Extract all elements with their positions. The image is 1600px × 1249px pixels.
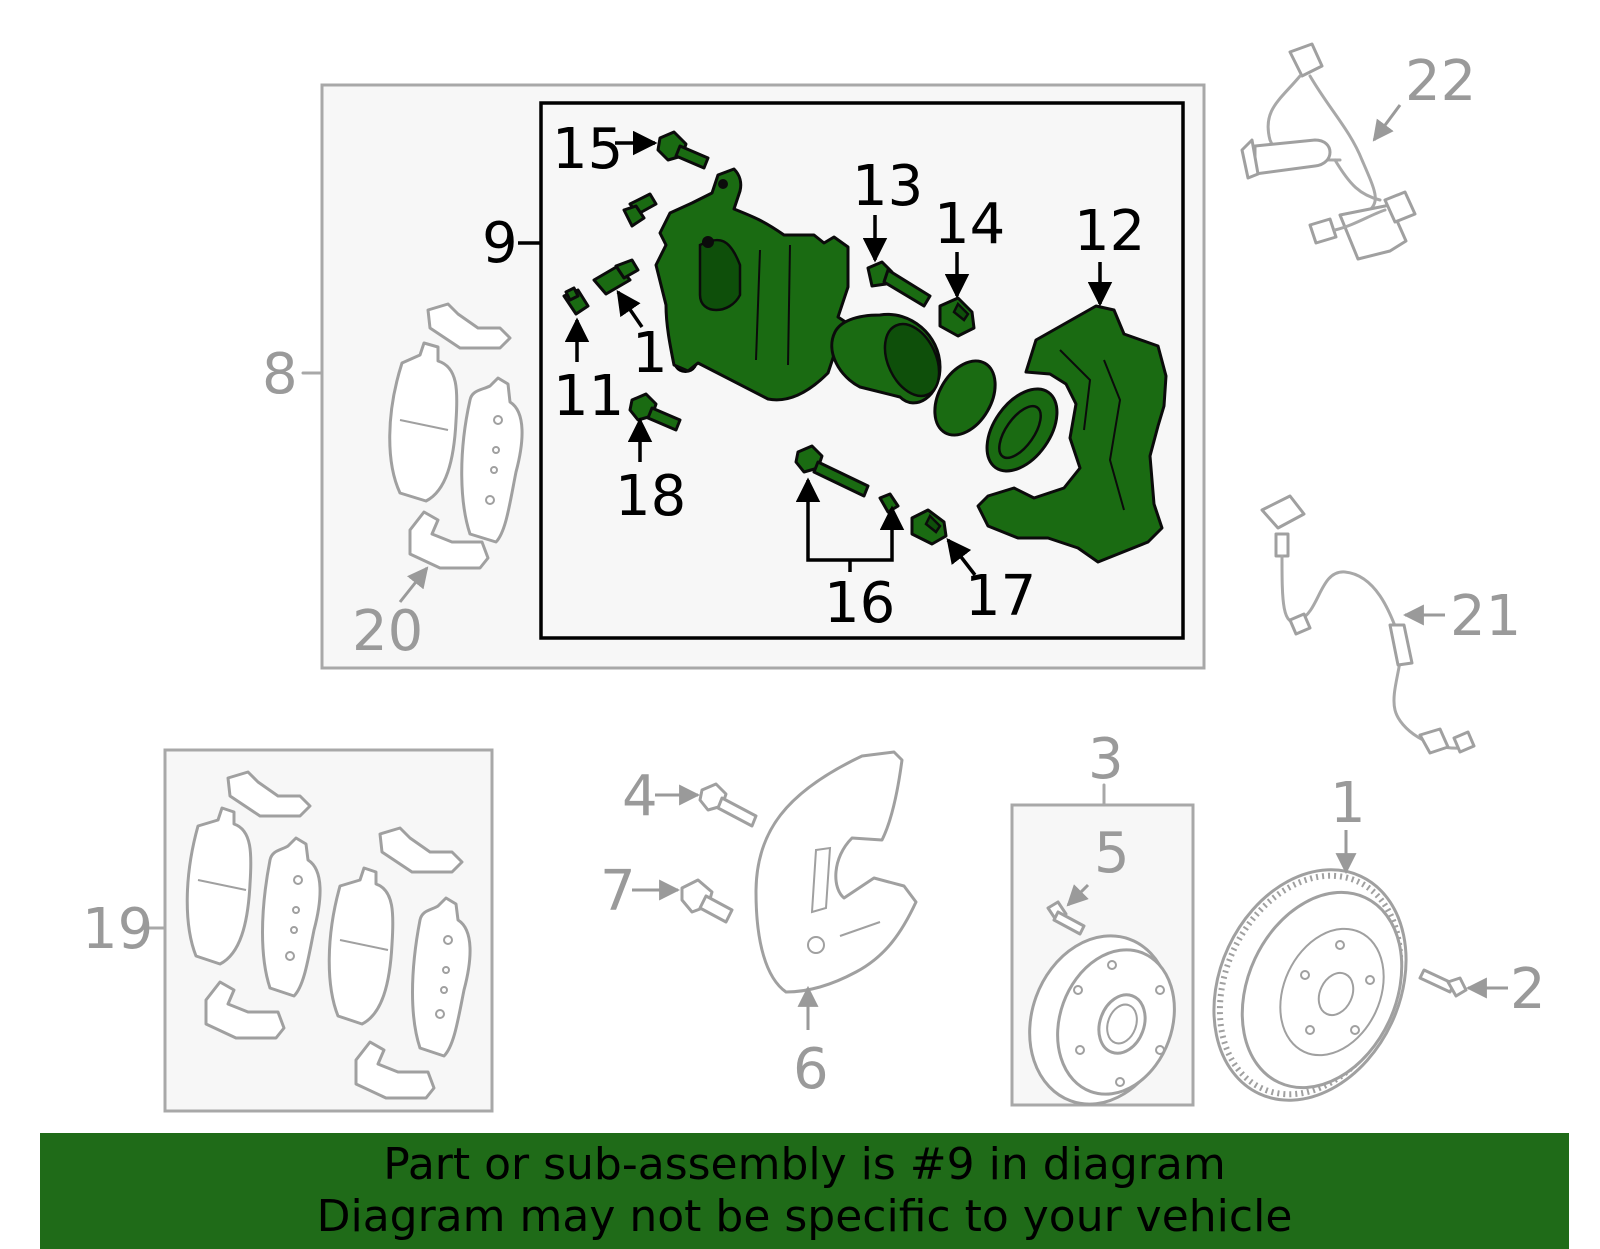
part-10-guide-pin[interactable]: [592, 258, 640, 296]
part-18-bolt[interactable]: [628, 392, 682, 432]
part-13-bolt[interactable]: [866, 260, 932, 308]
part-15-bolt[interactable]: [656, 130, 710, 170]
part-2-rotor-screw[interactable]: [1418, 968, 1468, 998]
part-bleeder[interactable]: [622, 192, 658, 228]
part-8-brake-pads[interactable]: [388, 302, 524, 570]
callout-4: 4: [622, 764, 658, 829]
part-16-guide-bolt[interactable]: [794, 444, 900, 514]
part-12-caliper-bracket[interactable]: [976, 304, 1168, 564]
callout-12: 12: [1074, 199, 1145, 264]
part-17-bushing[interactable]: [910, 508, 948, 546]
part-4-bolt[interactable]: [698, 782, 758, 828]
callout-5: 5: [1094, 821, 1130, 886]
callout-7: 7: [600, 859, 636, 924]
callout-9: 9: [482, 211, 518, 276]
part-piston[interactable]: [830, 312, 950, 405]
part-22-speed-sensor[interactable]: [1240, 42, 1417, 261]
part-dust-boot[interactable]: [973, 376, 1072, 483]
part-7-bolt[interactable]: [680, 878, 734, 924]
callout-2: 2: [1510, 957, 1546, 1022]
callout-15: 15: [552, 117, 623, 182]
callout-16: 16: [824, 571, 895, 636]
callout-18: 18: [615, 464, 686, 529]
part-3-wheel-hub[interactable]: [1007, 916, 1194, 1124]
part-11-cap[interactable]: [562, 286, 590, 316]
callout-19: 19: [82, 897, 153, 962]
part-seal-ring[interactable]: [922, 350, 1007, 445]
callout-8: 8: [262, 342, 298, 407]
callout-20: 20: [352, 599, 423, 664]
callout-3: 3: [1088, 727, 1124, 792]
banner-line-2: Diagram may not be specific to your vehi…: [316, 1191, 1293, 1242]
callout-1: 1: [1330, 771, 1366, 836]
callout-21: 21: [1450, 584, 1521, 649]
part-19-pad-set[interactable]: [185, 770, 472, 1100]
callout-14: 14: [934, 192, 1005, 257]
callout-17: 17: [965, 564, 1036, 629]
banner-line-1: Part or sub-assembly is #9 in diagram: [383, 1139, 1226, 1190]
part-6-dust-shield[interactable]: [754, 750, 918, 994]
callout-11: 11: [553, 364, 624, 429]
part-1-brake-rotor[interactable]: [1178, 838, 1443, 1132]
callout-13: 13: [852, 154, 923, 219]
part-21-abs-sensor-cable[interactable]: [1260, 494, 1476, 755]
info-banner: Part or sub-assembly is #9 in diagram Di…: [40, 1133, 1569, 1249]
part-5-wheel-stud[interactable]: [1046, 900, 1086, 936]
callout-22: 22: [1405, 49, 1476, 114]
callout-6: 6: [793, 1037, 829, 1102]
